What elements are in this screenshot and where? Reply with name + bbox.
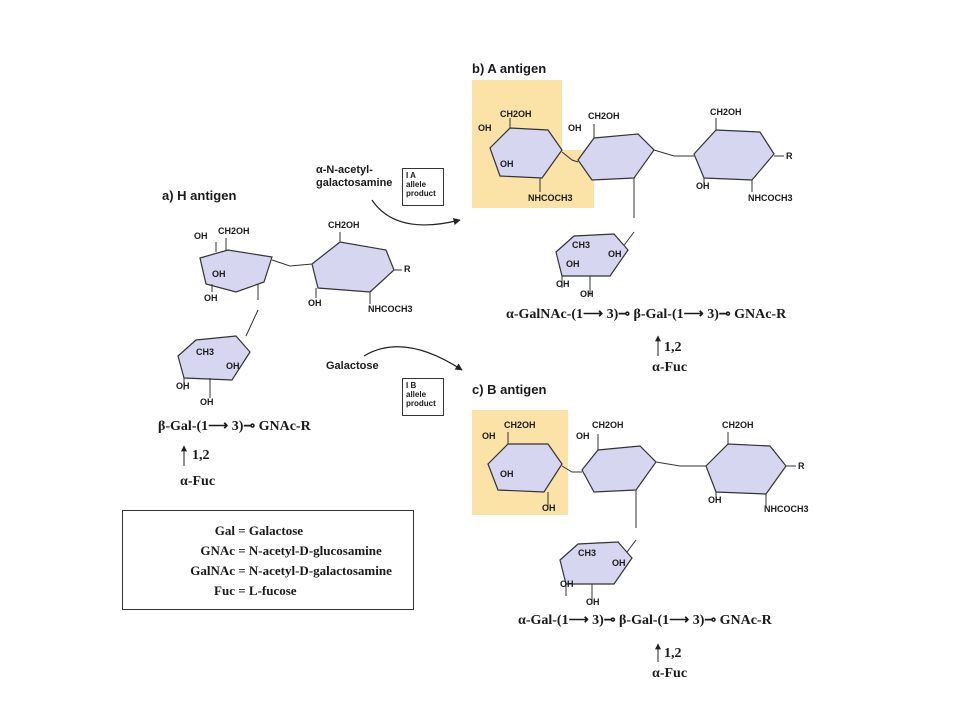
ring-c-gnac — [705, 432, 796, 506]
label-b-r: R — [786, 151, 793, 161]
label-b-oh8: OH — [580, 289, 594, 299]
bond-a-fuc — [245, 309, 259, 337]
label-c-ch2oh3: CH2OH — [722, 420, 754, 430]
label-c-r: R — [798, 461, 805, 471]
bond-b-2 — [653, 149, 694, 157]
label-a-oh5: OH — [226, 361, 240, 371]
legend-row: GalNAc = N-acetyl-D-galactosamine — [145, 563, 392, 579]
label-a-oh2: OH — [212, 269, 226, 279]
formula-h: β-Gal-(1⟶ 3)⊸ GNAc-R — [158, 419, 311, 434]
label-c-oh3: OH — [542, 503, 556, 513]
label-a-ch3: CH3 — [196, 347, 215, 357]
enzyme-a-sugar-line1: α-N-acetyl- — [316, 164, 373, 176]
label-a-oh3: OH — [204, 293, 218, 303]
legend-def: = L-fucose — [238, 583, 297, 598]
label-b-ch3: CH3 — [572, 240, 591, 250]
bond-c-2 — [655, 461, 706, 467]
legend-abbr: GalNAc — [190, 563, 235, 578]
allele-box-b: I B allele product — [402, 378, 444, 416]
label-a-oh6: OH — [176, 381, 190, 391]
label-c-oh7: OH — [560, 579, 574, 589]
title-b-antigen: c) B antigen — [472, 382, 547, 397]
ring-b-fuc — [555, 233, 629, 296]
label-c-oh1: OH — [482, 431, 496, 441]
ring-b-galnac — [489, 118, 563, 192]
label-c-oh2: OH — [500, 469, 514, 479]
legend-box: Gal = Galactose GNAc = N-acetyl-D-glucos… — [122, 510, 414, 610]
formula-b-fuc: α-Fuc — [652, 666, 688, 681]
label-c-ch2oh1: CH2OH — [504, 420, 536, 430]
legend-abbr: GNAc — [200, 543, 235, 558]
ring-a-gal — [199, 238, 273, 300]
bond-b-1 — [561, 151, 579, 163]
label-c-oh8: OH — [586, 597, 600, 607]
label-a-oh7: OH — [200, 397, 214, 407]
ring-b-gnac — [693, 118, 784, 192]
legend-def: = N-acetyl-D-glucosamine — [238, 543, 382, 558]
label-a-oh4: OH — [308, 298, 322, 308]
label-b-nhcoch3a: NHCOCH3 — [528, 193, 573, 203]
title-a-antigen: b) A antigen — [472, 61, 547, 76]
enzyme-b-sugar: Galactose — [326, 360, 379, 372]
enzyme-a-sugar-line2: galactosamine — [316, 176, 393, 189]
legend-abbr: Gal — [214, 523, 235, 538]
legend-abbr: Fuc — [214, 583, 235, 598]
label-b-oh6: OH — [566, 259, 580, 269]
arrow-to-b-antigen — [363, 346, 463, 371]
ring-c-gal-alpha — [487, 432, 563, 506]
formula-b: α-Gal-(1⟶ 3)⊸ β-Gal-(1⟶ 3)⊸ GNAc-R — [518, 613, 772, 628]
legend-row: GNAc = N-acetyl-D-glucosamine — [145, 543, 382, 559]
formula-b-link: 1,2 — [664, 646, 682, 661]
label-c-ch3: CH3 — [578, 548, 597, 558]
label-b-nhcoch3b: NHCOCH3 — [748, 193, 793, 203]
arrow-to-a-antigen — [371, 199, 461, 226]
label-a-oh1: OH — [194, 231, 208, 241]
ring-c-fuc — [559, 541, 633, 604]
bond-a-1 — [271, 259, 313, 267]
label-c-oh4: OH — [576, 431, 590, 441]
title-h-antigen: a) H antigen — [162, 188, 237, 203]
label-b-oh2: OH — [500, 159, 514, 169]
label-b-oh5: OH — [608, 249, 622, 259]
label-a-ch2oh1: CH2OH — [218, 226, 250, 236]
label-b-oh7: OH — [556, 279, 570, 289]
ring-c-gal-beta — [581, 434, 657, 528]
allele-box-a: I A allele product — [402, 168, 444, 206]
formula-h-link: 1,2 — [192, 448, 210, 463]
label-b-oh1: OH — [478, 123, 492, 133]
formula-a-fuc: α-Fuc — [652, 360, 688, 375]
label-b-ch2oh3: CH2OH — [710, 107, 742, 117]
allele-b-text: allele product — [406, 390, 436, 409]
formula-a: α-GalNAc-(1⟶ 3)⊸ β-Gal-(1⟶ 3)⊸ GNAc-R — [506, 307, 787, 322]
legend-row: Fuc = L-fucose — [145, 583, 297, 599]
label-c-nhcoch3: NHCOCH3 — [764, 504, 809, 514]
bond-c-1 — [561, 465, 582, 473]
label-a-r: R — [404, 264, 411, 274]
label-b-ch2oh1: CH2OH — [500, 109, 532, 119]
label-c-oh5: OH — [708, 495, 722, 505]
ring-a-gnac — [311, 232, 402, 304]
label-a-ch2oh2: CH2OH — [328, 220, 360, 230]
label-c-oh6: OH — [612, 558, 626, 568]
formula-a-link: 1,2 — [664, 340, 682, 355]
label-b-oh4: OH — [696, 181, 710, 191]
allele-a-text: allele product — [406, 180, 436, 199]
allele-a-sup: I A — [406, 171, 416, 180]
label-c-ch2oh2: CH2OH — [592, 420, 624, 430]
ring-a-fuc — [177, 335, 251, 398]
legend-def: = N-acetyl-D-galactosamine — [238, 563, 392, 578]
label-b-ch2oh2: CH2OH — [588, 111, 620, 121]
formula-h-fuc: α-Fuc — [180, 474, 216, 489]
legend-def: = Galactose — [238, 523, 304, 538]
legend-row: Gal = Galactose — [145, 523, 303, 539]
label-a-nhcoch3: NHCOCH3 — [368, 304, 413, 314]
allele-b-sup: I B — [406, 381, 417, 390]
enzyme-a-sugar: α-N-acetyl- galactosamine — [316, 164, 392, 189]
label-b-oh3: OH — [568, 123, 582, 133]
